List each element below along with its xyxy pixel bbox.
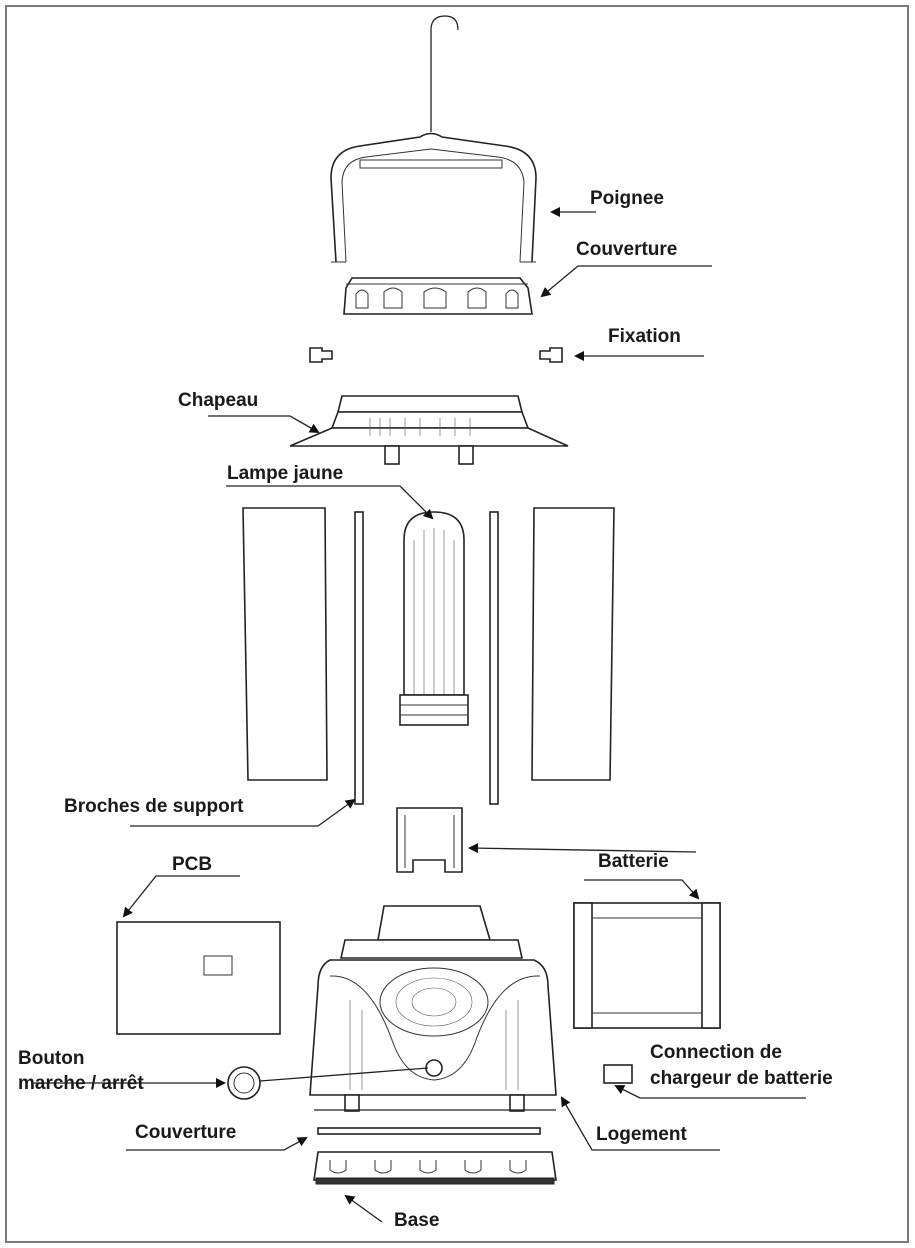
yellow-lamp-part xyxy=(399,511,469,726)
base-part xyxy=(313,1151,557,1185)
diagram-frame xyxy=(5,5,909,1243)
handle-part xyxy=(330,15,537,263)
label-couverture-bottom: Couverture xyxy=(135,1122,236,1143)
support-rods xyxy=(354,511,499,805)
label-fixation: Fixation xyxy=(608,326,681,347)
charger-connector-part xyxy=(603,1064,633,1084)
battery-part xyxy=(573,902,721,1029)
top-cover-part xyxy=(343,277,533,315)
chapeau-part xyxy=(289,395,569,465)
housing-part xyxy=(309,905,557,1112)
leader-arrows xyxy=(34,207,806,1223)
label-couverture-top: Couverture xyxy=(576,239,677,260)
label-bouton: Bouton xyxy=(18,1048,84,1069)
on-off-button-part xyxy=(227,1066,429,1100)
lamp-socket-part xyxy=(396,807,463,873)
label-base: Base xyxy=(394,1210,439,1231)
label-pcb: PCB xyxy=(172,854,212,875)
pcb-part xyxy=(116,921,281,1035)
label-poignee: Poignee xyxy=(590,188,664,209)
label-broches-de-support: Broches de support xyxy=(64,796,244,817)
label-chapeau: Chapeau xyxy=(178,390,258,411)
label-marche-arret: marche / arrêt xyxy=(18,1073,144,1094)
label-chargeur-de-batterie: chargeur de batterie xyxy=(650,1068,833,1089)
label-connection-de: Connection de xyxy=(650,1042,782,1063)
label-lampe-jaune: Lampe jaune xyxy=(227,463,343,484)
label-logement: Logement xyxy=(596,1124,687,1145)
bottom-cover-part xyxy=(314,1109,556,1135)
label-batterie: Batterie xyxy=(598,851,669,872)
fixation-screws xyxy=(309,347,563,363)
side-panels xyxy=(242,507,615,781)
